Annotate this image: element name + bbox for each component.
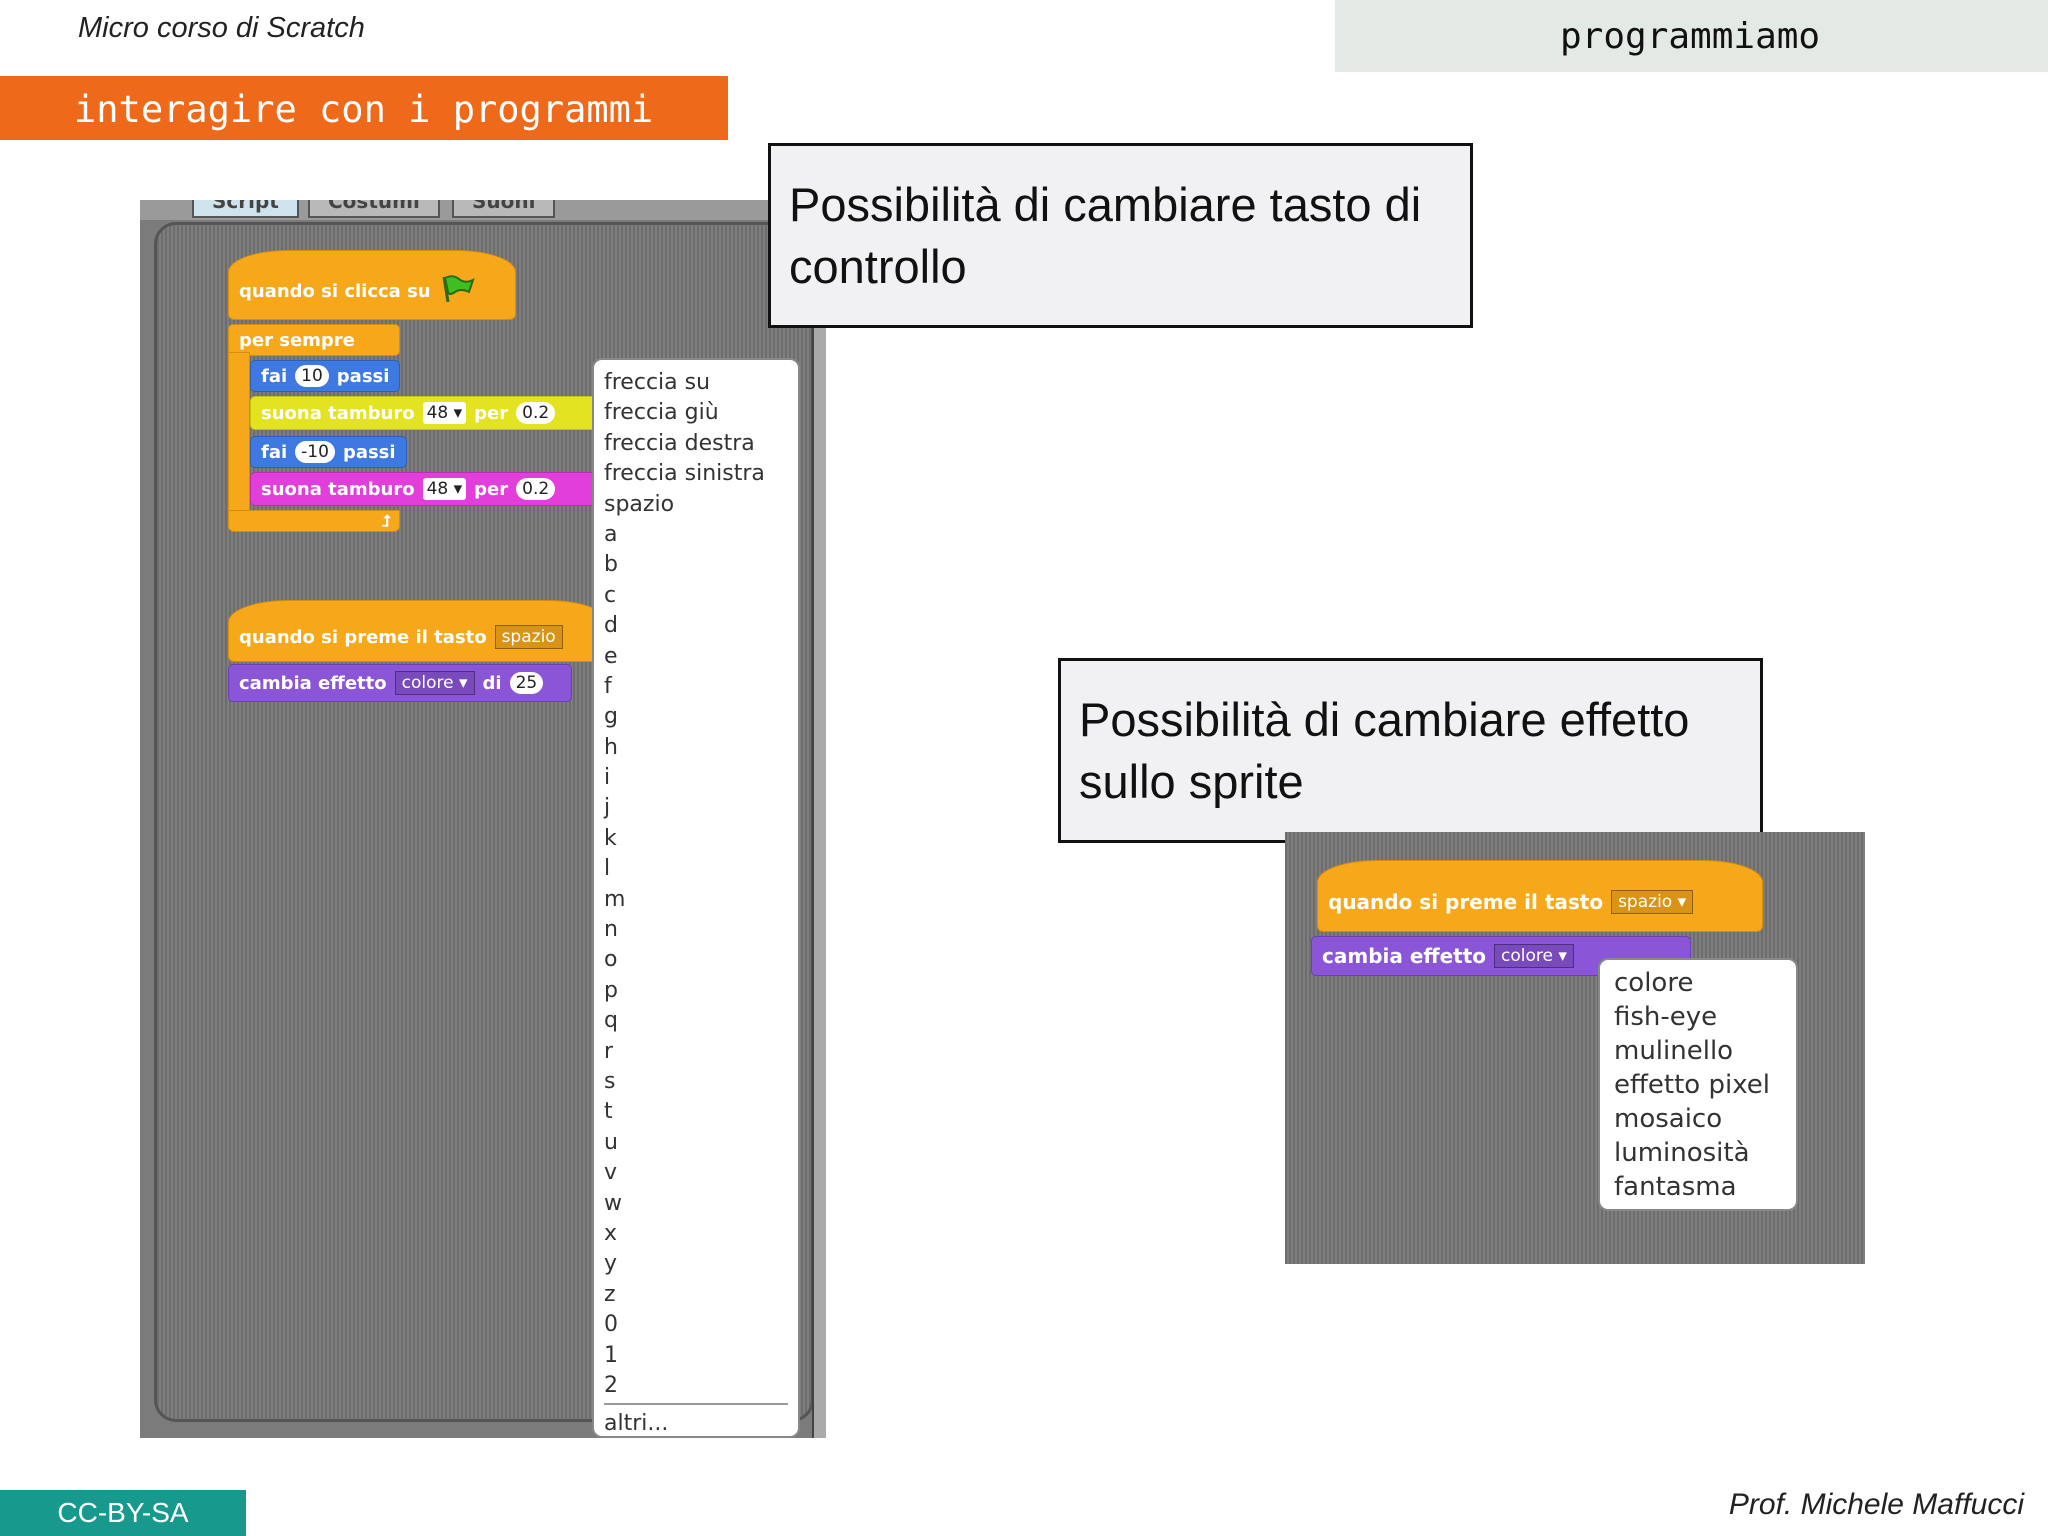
move-steps-block[interactable]: fai 10 passi xyxy=(250,360,401,392)
block-label: per xyxy=(474,478,509,500)
menu-item-key[interactable]: k xyxy=(604,825,617,851)
menu-item-effect[interactable]: fish-eye xyxy=(1614,1002,1718,1032)
menu-item-key[interactable]: g xyxy=(604,704,618,730)
menu-item-key[interactable]: q xyxy=(604,1008,618,1034)
block-label: quando si preme il tasto xyxy=(239,626,487,648)
steps-input[interactable]: -10 xyxy=(295,441,335,463)
menu-item-key[interactable]: freccia sinistra xyxy=(604,461,765,487)
menu-item-key[interactable]: e xyxy=(604,643,618,669)
course-title: Micro corso di Scratch xyxy=(78,12,365,44)
effect-dropdown-menu: colore fish-eye mulinello effetto pixel mosa… xyxy=(1598,958,1798,1211)
vertical-scrollbar[interactable] xyxy=(812,320,826,1438)
menu-item-key[interactable]: a xyxy=(604,521,618,547)
menu-item-key[interactable]: u xyxy=(604,1129,618,1155)
menu-item-key[interactable]: 0 xyxy=(604,1312,618,1338)
tab-suoni[interactable]: Suoni xyxy=(452,200,556,218)
menu-item-key[interactable]: p xyxy=(604,977,618,1003)
menu-item-key[interactable]: d xyxy=(604,613,618,639)
menu-item-key[interactable]: o xyxy=(604,947,618,973)
editor-tabs: Script Costumi Suoni xyxy=(140,200,826,220)
menu-item-key[interactable]: b xyxy=(604,552,618,578)
key-dropdown[interactable]: spazio ▾ xyxy=(1611,890,1694,914)
menu-item-effect[interactable]: colore xyxy=(1614,968,1694,998)
loop-arrow-icon: ⮥ xyxy=(381,511,391,530)
beats-input[interactable]: 0.2 xyxy=(516,478,556,500)
menu-item-key[interactable]: z xyxy=(604,1281,616,1307)
effect-dropdown[interactable]: colore ▾ xyxy=(1494,944,1574,968)
menu-item-key[interactable]: s xyxy=(604,1068,616,1094)
subtitle-bar: interagire con i programmi xyxy=(0,76,728,140)
block-label: passi xyxy=(342,441,396,463)
section-header-box xyxy=(1335,0,2048,72)
key-menu-items: freccia su freccia giù freccia destra frecc… xyxy=(604,368,788,1401)
drum-dropdown[interactable]: 48 ▾ xyxy=(422,478,467,500)
block-label: cambia effetto xyxy=(1322,944,1487,968)
effect-dropdown[interactable]: colore ▾ xyxy=(394,671,475,695)
menu-item-key[interactable]: x xyxy=(604,1220,618,1246)
block-label: per xyxy=(474,402,509,424)
effect-menu-items: colore fish-eye mulinello effetto pixel mosa… xyxy=(1614,966,1782,1204)
menu-item-key[interactable]: c xyxy=(604,582,617,608)
menu-item-key[interactable]: 2 xyxy=(604,1372,618,1398)
menu-item-effect[interactable]: effetto pixel xyxy=(1614,1070,1770,1100)
menu-item-key[interactable]: h xyxy=(604,734,618,760)
when-key-pressed-block[interactable]: quando si preme il tasto spazio xyxy=(228,600,608,662)
callout-change-effect: Possibilità di cambiare effetto sullo sp… xyxy=(1058,658,1763,843)
menu-item-key[interactable]: j xyxy=(604,795,611,821)
tab-script[interactable]: Script xyxy=(192,200,299,218)
menu-item-key[interactable]: t xyxy=(604,1099,613,1125)
menu-item-key[interactable]: v xyxy=(604,1160,618,1186)
menu-item-key[interactable]: l xyxy=(604,856,611,882)
menu-item-key[interactable]: 1 xyxy=(604,1342,618,1368)
menu-item-effect[interactable]: fantasma xyxy=(1614,1172,1737,1202)
tab-costumi[interactable]: Costumi xyxy=(308,200,440,218)
menu-item-key[interactable]: r xyxy=(604,1038,614,1064)
move-steps-block[interactable]: fai -10 passi xyxy=(250,436,407,468)
forever-block-frame xyxy=(228,352,250,524)
menu-item-key[interactable]: w xyxy=(604,1190,622,1216)
block-label: fai xyxy=(261,441,288,463)
block-label: suona tamburo xyxy=(261,402,415,424)
menu-item-effect[interactable]: mosaico xyxy=(1614,1104,1723,1134)
key-dropdown-menu: freccia su freccia giù freccia destra frecc… xyxy=(592,358,800,1438)
block-label: cambia effetto xyxy=(239,672,387,694)
block-label: fai xyxy=(261,365,288,387)
menu-item-effect[interactable]: luminosità xyxy=(1614,1138,1750,1168)
menu-item-key[interactable]: i xyxy=(604,765,611,791)
menu-item-key[interactable]: freccia giù xyxy=(604,400,719,426)
block-label: suona tamburo xyxy=(261,478,415,500)
block-label: passi xyxy=(336,365,390,387)
menu-item-key[interactable]: freccia destra xyxy=(604,430,755,456)
key-dropdown[interactable]: spazio xyxy=(494,625,563,649)
effect-amount-input[interactable]: 25 xyxy=(509,672,544,694)
drum-dropdown[interactable]: 48 ▾ xyxy=(422,402,467,424)
play-drum-block[interactable]: suona tamburo 48 ▾ per 0.2 xyxy=(250,396,600,430)
block-label: quando si clicca su xyxy=(239,280,431,302)
menu-separator xyxy=(604,1403,788,1406)
steps-input[interactable]: 10 xyxy=(295,365,329,387)
when-flag-clicked-block[interactable]: quando si clicca su xyxy=(228,250,516,320)
block-label: quando si preme il tasto xyxy=(1328,890,1604,914)
menu-item-effect[interactable]: mulinello xyxy=(1614,1036,1734,1066)
section-title: programmiamo xyxy=(1560,16,1821,57)
change-effect-block[interactable]: cambia effetto colore ▾ di 25 xyxy=(228,664,572,702)
menu-item-key[interactable]: spazio xyxy=(604,491,675,517)
when-key-pressed-block[interactable]: quando si preme il tasto spazio ▾ xyxy=(1317,860,1763,932)
forever-block[interactable]: per sempre xyxy=(228,324,400,356)
author-name: Prof. Michele Maffucci xyxy=(1728,1488,2024,1521)
beats-input[interactable]: 0.2 xyxy=(516,402,556,424)
license-badge: CC-BY-SA xyxy=(0,1490,246,1536)
menu-item-key[interactable]: n xyxy=(604,917,618,943)
menu-item-more[interactable]: altri... xyxy=(604,1411,669,1437)
menu-item-key[interactable]: y xyxy=(604,1251,618,1277)
callout-change-key: Possibilità di cambiare tasto di control… xyxy=(768,143,1473,328)
menu-item-key[interactable]: m xyxy=(604,886,626,912)
block-label: di xyxy=(482,672,502,694)
play-drum-block[interactable]: suona tamburo 48 ▾ per 0.2 xyxy=(250,472,600,506)
forever-block-bottom: ⮥ xyxy=(228,510,400,532)
menu-item-key[interactable]: freccia su xyxy=(604,370,711,395)
green-flag-icon xyxy=(439,274,475,309)
subtitle-text: interagire con i programmi xyxy=(74,88,654,131)
menu-item-key[interactable]: f xyxy=(604,673,612,699)
